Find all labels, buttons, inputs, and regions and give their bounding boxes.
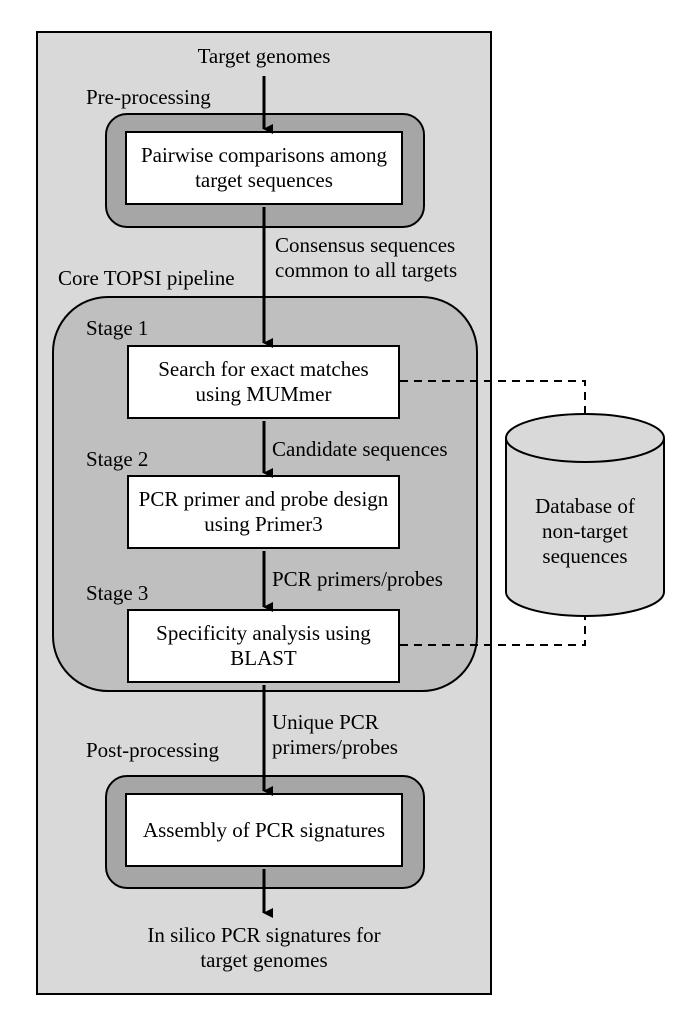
candidate-label: Candidate sequences [272, 437, 448, 461]
dashed-link-stage1 [400, 380, 586, 418]
stage3-box: Specificity analysis using BLAST [127, 609, 400, 683]
stage3-label: Stage 3 [86, 581, 149, 605]
unique-label-line1: Unique PCR [272, 710, 379, 734]
database-label-line3: sequences [542, 544, 628, 568]
consensus-label-line1: Consensus sequences [275, 233, 456, 257]
assembly-box: Assembly of PCR signatures [125, 793, 403, 867]
preprocessing-label: Pre-processing [86, 85, 211, 109]
primers-label: PCR primers/probes [272, 567, 443, 591]
output-label-line2: target genomes [200, 948, 328, 972]
dashed-link-stage3 [400, 605, 586, 646]
postprocessing-label: Post-processing [86, 738, 219, 762]
consensus-label-line2: common to all targets [275, 258, 458, 282]
stage2-label: Stage 2 [86, 447, 149, 471]
consensus-label: Consensus sequences common to all target… [275, 233, 457, 283]
output-label-line1: In silico PCR signatures for [147, 923, 381, 947]
stage1-label: Stage 1 [86, 316, 149, 340]
database-label-line2: non-target [542, 519, 628, 543]
pairwise-comparison-box: Pairwise comparisons among target sequen… [125, 131, 403, 205]
database-label-line1: Database of [535, 494, 635, 518]
output-label: In silico PCR signatures for target geno… [114, 923, 414, 973]
unique-label: Unique PCR primers/probes [272, 710, 398, 760]
database-cylinder [505, 413, 665, 617]
stage2-box: PCR primer and probe design using Primer… [127, 475, 400, 549]
core-pipeline-label: Core TOPSI pipeline [58, 266, 235, 290]
unique-label-line2: primers/probes [272, 735, 398, 759]
database-label: Database of non-target sequences [510, 494, 660, 569]
stage1-box: Search for exact matches using MUMmer [127, 345, 400, 419]
input-label: Target genomes [197, 44, 331, 68]
